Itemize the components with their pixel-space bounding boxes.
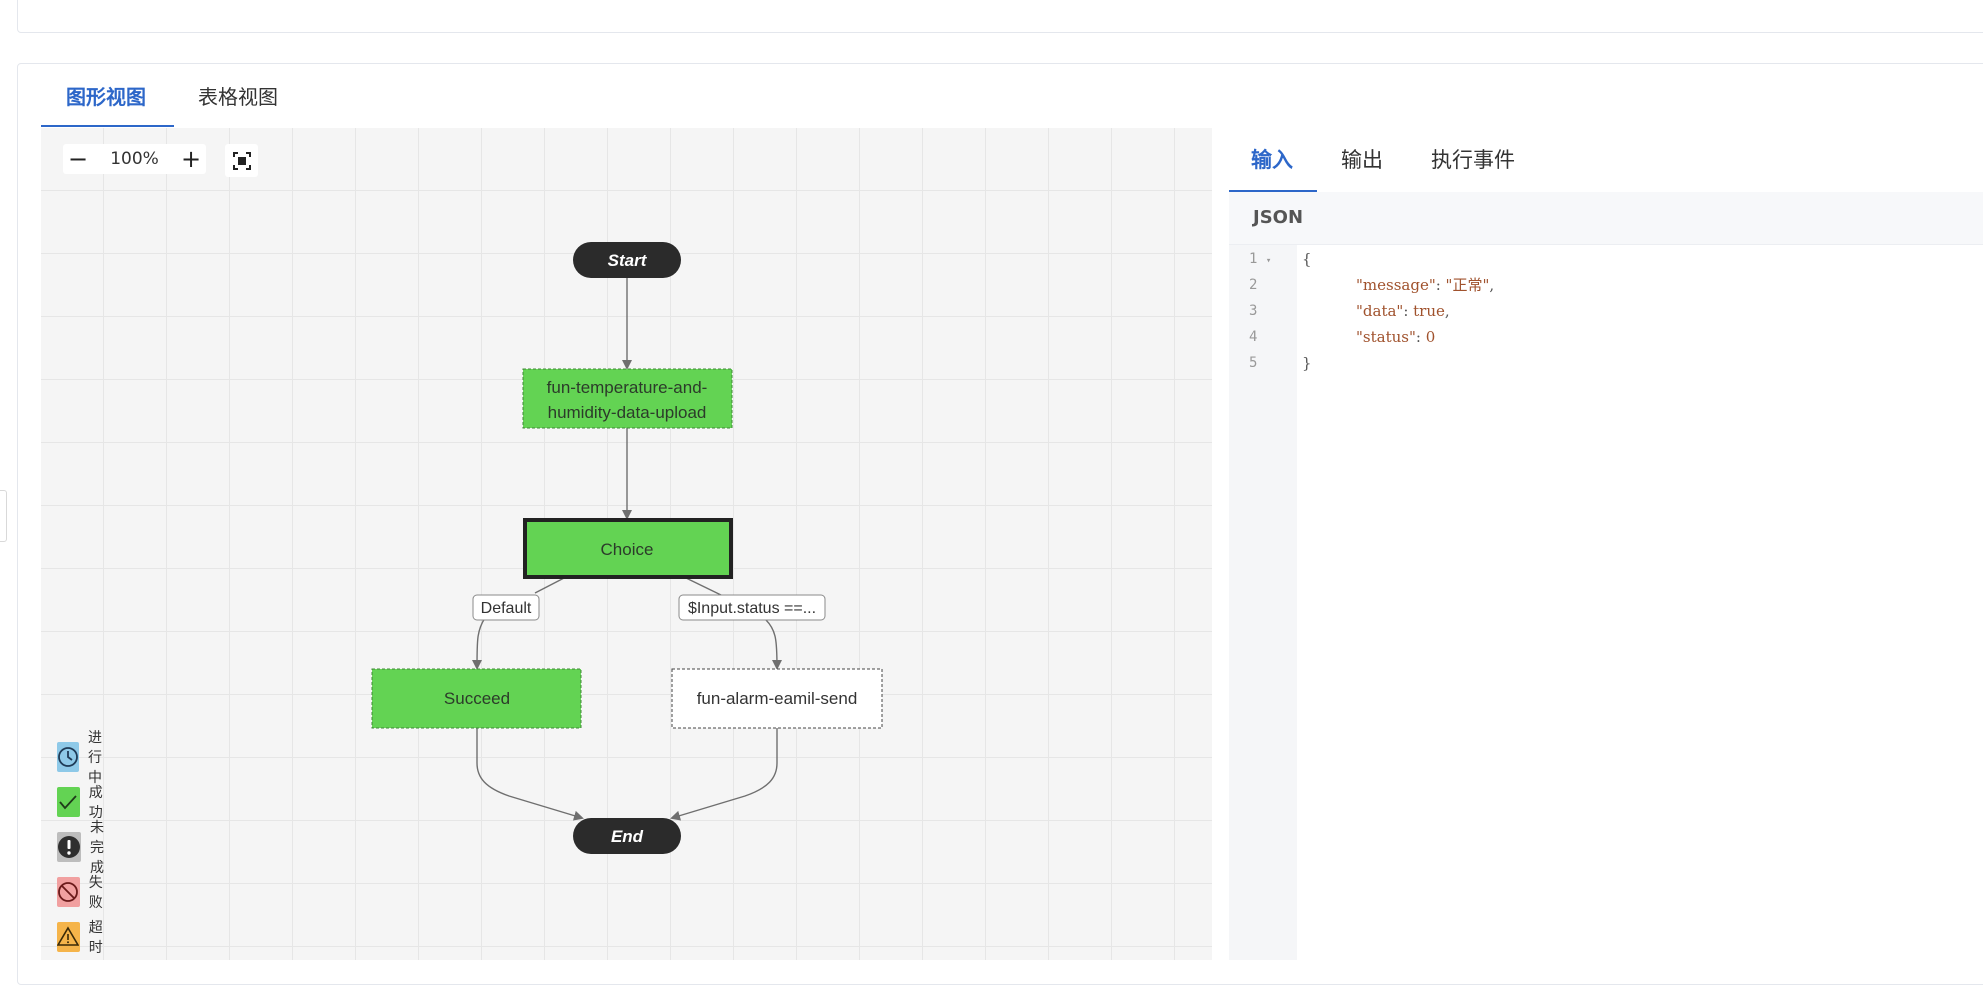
- edge-label-default: Default: [472, 594, 540, 621]
- tab-execution-events[interactable]: 执行事件: [1431, 148, 1515, 172]
- json-header: JSON: [1229, 192, 1983, 245]
- code-line: "message": "正常",: [1356, 276, 1495, 294]
- edge-choice-to-condition-label: [683, 576, 722, 596]
- node-start-label: Start: [608, 251, 648, 270]
- code-line: {: [1302, 250, 1312, 268]
- edge-default-to-succeed: [472, 617, 486, 670]
- legend-label-success: 成功: [88, 785, 103, 821]
- edge-label-condition: $Input.status ==...: [678, 594, 826, 621]
- exclamation-icon: [57, 832, 81, 862]
- flow-canvas[interactable]: − 100% + Start fun-temp: [41, 128, 1212, 960]
- prohibited-icon: [57, 877, 80, 907]
- edge-succeed-to-end: [476, 728, 584, 821]
- line-number: 2: [1249, 277, 1258, 293]
- legend-item-incomplete: 未完成: [57, 820, 110, 876]
- node-choice[interactable]: Choice: [523, 518, 733, 579]
- tab-graph-view[interactable]: 图形视图: [66, 85, 146, 109]
- fit-view-button[interactable]: [225, 144, 258, 177]
- node-alarm-label: fun-alarm-eamil-send: [697, 689, 858, 708]
- legend-item-success: 成功: [57, 785, 110, 821]
- legend-item-timeout: 超时: [57, 920, 110, 956]
- legend-item-failed: 失败: [57, 875, 110, 911]
- tab-input[interactable]: 输入: [1251, 148, 1293, 172]
- io-tabs: 输入 输出 执行事件: [1229, 128, 1983, 193]
- edge-label-default-text: Default: [481, 600, 532, 617]
- node-start[interactable]: Start: [573, 242, 681, 278]
- tab-output[interactable]: 输出: [1341, 148, 1383, 172]
- zoom-control: − 100% +: [63, 144, 206, 174]
- line-number: 4: [1249, 329, 1258, 345]
- legend-label-timeout: 超时: [88, 920, 103, 956]
- legend-item-running: 进行中: [57, 730, 110, 786]
- warning-icon: [57, 922, 80, 952]
- line-number: 5: [1249, 355, 1258, 371]
- node-temperature-humidity-upload[interactable]: fun-temperature-and- humidity-data-uploa…: [522, 368, 733, 429]
- node-upload-label-line1: fun-temperature-and-: [547, 378, 708, 397]
- state-machine-diagram: Start fun-temperature-and- humidity-data…: [371, 242, 883, 854]
- legend-label-failed: 失败: [88, 875, 103, 911]
- fit-screen-icon: [232, 151, 251, 170]
- edge-label-condition-text: $Input.status ==...: [688, 600, 816, 617]
- top-card: [17, 0, 1983, 33]
- line-number: 3: [1249, 303, 1258, 319]
- active-tab-indicator: [41, 125, 174, 127]
- zoom-out-button[interactable]: −: [67, 145, 89, 173]
- json-editor[interactable]: 1 ▾ 2 3 4 5 { "message": "正常", "data": t…: [1229, 245, 1983, 960]
- edge-condition-to-alarm: [765, 619, 782, 670]
- legend-label-running: 进行中: [88, 730, 102, 786]
- node-end[interactable]: End: [573, 818, 681, 854]
- tab-table-view[interactable]: 表格视图: [198, 85, 278, 109]
- node-succeed-label: Succeed: [444, 689, 510, 708]
- clock-icon: [57, 742, 79, 772]
- node-succeed[interactable]: Succeed: [371, 668, 582, 729]
- code-line: }: [1302, 354, 1312, 372]
- fold-icon[interactable]: ▾: [1265, 256, 1272, 266]
- edge-choice-to-default-label: [534, 576, 567, 594]
- zoom-level: 100%: [110, 149, 159, 169]
- code-line: "data": true,: [1356, 302, 1450, 320]
- node-choice-label: Choice: [601, 540, 654, 559]
- side-collapse-handle[interactable]: [0, 490, 7, 542]
- legend-label-incomplete: 未完成: [90, 820, 104, 876]
- check-icon: [57, 787, 80, 817]
- json-label: JSON: [1253, 207, 1304, 228]
- view-tabs: 图形视图 表格视图: [41, 74, 1983, 128]
- line-number: 1 ▾: [1249, 251, 1272, 267]
- node-alarm-email-send[interactable]: fun-alarm-eamil-send: [671, 668, 883, 729]
- line-number-gutter: 1 ▾ 2 3 4 5: [1229, 245, 1297, 960]
- detail-panel: 输入 输出 执行事件 JSON 1 ▾ 2 3 4 5 { "message":…: [1229, 128, 1983, 960]
- active-io-tab-indicator: [1229, 190, 1317, 193]
- code-line: "status": 0: [1356, 328, 1436, 346]
- node-end-label: End: [611, 827, 644, 846]
- zoom-in-button[interactable]: +: [180, 145, 202, 173]
- edge-alarm-to-end: [670, 728, 778, 821]
- node-upload-label-line2: humidity-data-upload: [548, 403, 707, 422]
